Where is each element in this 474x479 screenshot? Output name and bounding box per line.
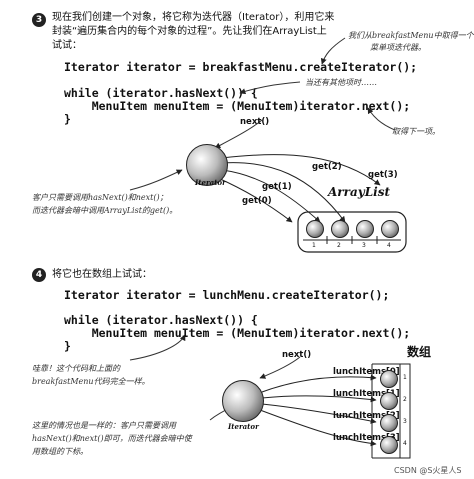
iterator-label: Iterator [195, 178, 226, 187]
array-item-icon [380, 392, 398, 410]
array-item-icon [380, 370, 398, 388]
array-item-label-3: lunchItems[3] [333, 433, 400, 443]
array-slot-label: 2 [403, 396, 407, 403]
next-call-label: next() [240, 117, 270, 127]
array-slot-label: 3 [403, 418, 407, 425]
note-while-more: 当还有其他项时…… [305, 78, 377, 87]
arraylist-item-icon [331, 220, 349, 238]
note-next-item: 取得下一项。 [392, 127, 440, 136]
step1-text-line1: 现在我们创建一个对象，将它称为迭代器（Iterator），利用它来 [52, 12, 335, 23]
step-number-badge: 4 [32, 268, 46, 282]
code-line-while: while (iterator.hasNext()) { [64, 313, 258, 327]
note-client-calls-line2: 而迭代器会暗中调用ArrayList的get()。 [32, 206, 178, 215]
get-call-label-2: get(2) [312, 162, 342, 172]
get-call-label-1: get(1) [262, 182, 292, 192]
array-item-icon [380, 436, 398, 454]
code-line-next: MenuItem menuItem = (MenuItem)iterator.n… [64, 99, 411, 113]
arraylist-item-icon [306, 220, 324, 238]
get-call-label-3: get(3) [368, 170, 398, 180]
code-line-create-iterator: Iterator iterator = breakfastMenu.create… [64, 60, 418, 74]
arraylist-item-icon [381, 220, 399, 238]
array-item-label-0: lunchItems[0] [333, 367, 400, 377]
arraylist-title: ArrayList [328, 185, 390, 199]
arraylist-slot-label: 4 [387, 242, 391, 249]
note-get-iterator-line1: 我们从breakfastMenu中取得一个 [348, 31, 474, 40]
note-same-code-line1: 哇靠！这个代码和上面的 [32, 364, 120, 373]
arraylist-slot-label: 1 [312, 242, 316, 249]
array-item-label-1: lunchItems[1] [333, 389, 400, 399]
array-item-label-2: lunchItems[2] [333, 411, 400, 421]
code-line-next: MenuItem menuItem = (MenuItem)iterator.n… [64, 326, 411, 340]
note-array-index-line3: 用数组的下标。 [32, 447, 88, 456]
array-slot-label: 1 [403, 374, 407, 381]
array-item-icon [380, 414, 398, 432]
code-line-while: while (iterator.hasNext()) { [64, 86, 258, 100]
iterator-ball-icon [186, 144, 228, 186]
array-title: 数组 [407, 345, 432, 359]
step1-text-line2: 封装“遍历集合内的每个对象的过程”。先让我们在ArrayList上 [52, 26, 327, 37]
iterator-label: Iterator [228, 422, 259, 431]
arraylist-slot-label: 3 [362, 242, 366, 249]
note-get-iterator-line2: 菜单项迭代器。 [370, 43, 426, 52]
code-line-close: } [64, 339, 71, 353]
note-client-calls-line1: 客户只需要调用hasNext()和next()； [32, 193, 168, 202]
array-slot-label: 4 [403, 440, 407, 447]
step2-text: 将它也在数组上试试： [52, 269, 152, 280]
step1-text-line3: 试试： [52, 40, 82, 51]
arraylist-slot-label: 2 [337, 242, 341, 249]
next-call-label: next() [282, 350, 312, 360]
watermark: CSDN @S火星人S [394, 466, 462, 475]
iterator-ball-icon [222, 380, 264, 422]
arraylist-item-icon [356, 220, 374, 238]
step-number-badge: 3 [32, 13, 46, 27]
note-same-code-line2: breakfastMenu代码完全一样。 [32, 377, 150, 386]
code-line-close: } [64, 112, 71, 126]
note-array-index-line1: 这里的情况也是一样的：客户只需要调用 [32, 421, 176, 430]
note-array-index-line2: hasNext()和next()即可，而迭代器会暗中使 [32, 434, 192, 443]
get-call-label-0: get(0) [242, 196, 272, 206]
code-line-create-iterator: Iterator iterator = lunchMenu.createIter… [64, 288, 390, 302]
